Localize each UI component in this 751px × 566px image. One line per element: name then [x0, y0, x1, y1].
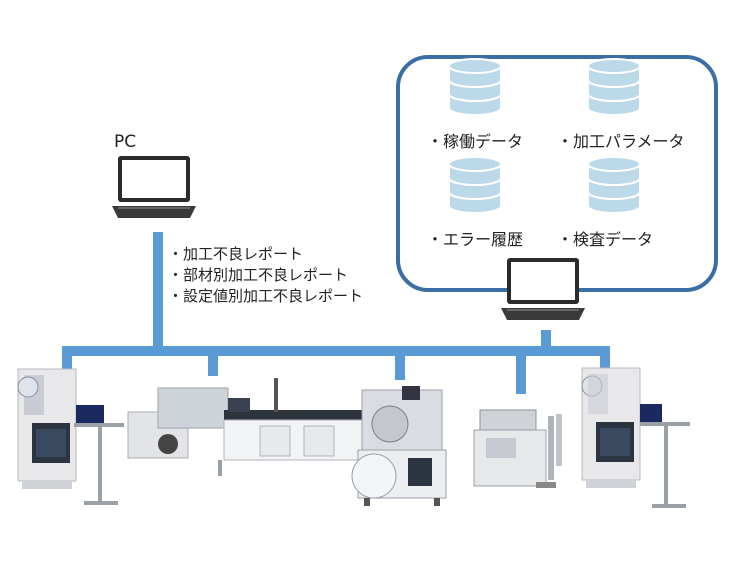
- report-list: ・加工不良レポート ・部材別加工不良レポート ・設定値別加工不良レポート: [168, 244, 363, 307]
- database-icon: [448, 58, 502, 116]
- machine-4-image: [473, 409, 562, 488]
- machine-drop-5: [600, 346, 610, 368]
- server-enclosure: [396, 55, 718, 292]
- db-label-parameters: ・加工パラメータ: [557, 132, 685, 151]
- network-bus: [62, 346, 610, 356]
- machine-drop-4: [516, 346, 526, 394]
- machine-1-image: [17, 368, 124, 505]
- db-label-inspection: ・検査データ: [557, 230, 654, 249]
- machine-5-image: [581, 367, 690, 508]
- report-item-1: ・加工不良レポート: [168, 245, 304, 263]
- db-label-error-history: ・エラー履歴: [427, 230, 524, 249]
- machine-2-image: [127, 378, 404, 476]
- pc-drop-line: [153, 232, 163, 352]
- machine-drop-2: [208, 346, 218, 376]
- server-laptop-icon: [501, 258, 585, 320]
- server-drop-line: [541, 330, 551, 352]
- db-label-operation: ・稼働データ: [427, 132, 524, 151]
- machine-drop-1: [62, 346, 72, 378]
- report-item-3: ・設定値別加工不良レポート: [168, 287, 364, 305]
- database-icon: [448, 156, 502, 214]
- report-item-2: ・部材別加工不良レポート: [168, 266, 349, 284]
- machine-3-image: [351, 386, 447, 506]
- pc-label: PC: [114, 132, 137, 152]
- machine-drop-3: [395, 346, 405, 380]
- database-icon: [587, 156, 641, 214]
- pc-laptop-icon: [112, 156, 196, 218]
- network-lines: [62, 232, 610, 394]
- database-icon: [587, 58, 641, 116]
